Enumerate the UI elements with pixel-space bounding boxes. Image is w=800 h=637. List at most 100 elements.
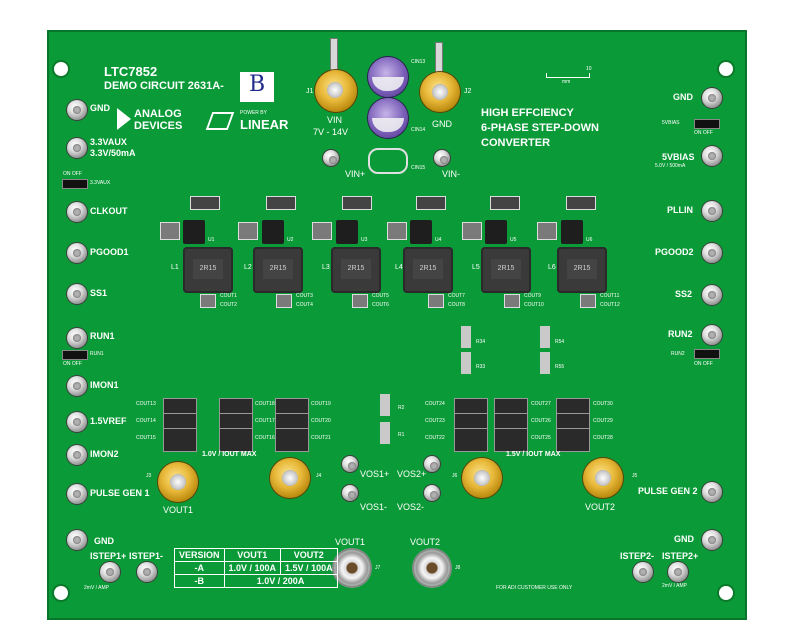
istep2-minus-turret[interactable] bbox=[633, 562, 653, 582]
phase-ic-u3 bbox=[336, 220, 358, 244]
cin15-label: CIN15 bbox=[411, 165, 426, 171]
aux-jumper[interactable] bbox=[62, 179, 88, 189]
mounting-hole-bottom-left bbox=[54, 586, 68, 600]
pgood2-turret[interactable] bbox=[702, 243, 722, 263]
vos2-minus-turret[interactable] bbox=[424, 485, 440, 501]
u3-label: U3 bbox=[361, 237, 368, 243]
inductor-l3 bbox=[331, 247, 381, 293]
imon1-label: IMON1 bbox=[90, 380, 119, 390]
imon2-turret[interactable] bbox=[67, 445, 87, 465]
cout-bank1-col1-row3 bbox=[163, 428, 197, 452]
brand-adi-line2: DEVICES bbox=[134, 120, 183, 132]
pulse-gen2-label: PULSE GEN 2 bbox=[638, 486, 698, 496]
cout-bank2-col2-row3 bbox=[494, 428, 528, 452]
aux-turret[interactable] bbox=[67, 138, 87, 158]
istep1-minus-turret[interactable] bbox=[137, 562, 157, 582]
gnd-turret-right[interactable] bbox=[702, 88, 722, 108]
vout1-lug-j3[interactable] bbox=[158, 462, 198, 502]
run2-jumper[interactable] bbox=[694, 349, 720, 359]
istep2-plus-label: ISTEP2+ bbox=[662, 551, 699, 561]
cout26-label: COUT26 bbox=[531, 418, 551, 424]
vin-lug[interactable] bbox=[315, 70, 357, 112]
vout1-lug-j4[interactable] bbox=[270, 458, 310, 498]
l3-label: L3 bbox=[322, 264, 330, 271]
vos2-plus-turret[interactable] bbox=[424, 456, 440, 472]
header-vout1: VOUT1 bbox=[223, 548, 282, 562]
bias-turret[interactable] bbox=[702, 146, 722, 166]
gnd-turret-left[interactable] bbox=[67, 100, 87, 120]
cout-phase1 bbox=[200, 294, 216, 308]
vin-label: VIN bbox=[327, 115, 343, 125]
version-table-row-a: -A 1.0V / 100A 1.5V / 100A bbox=[174, 561, 338, 575]
istep2-amp-scale: 2mV / AMP bbox=[662, 583, 688, 589]
vin-range-label: 7V - 14V bbox=[313, 127, 349, 137]
row-a-vout1: 1.0V / 100A bbox=[223, 561, 282, 575]
pllin-turret[interactable] bbox=[702, 201, 722, 221]
u5-label: U5 bbox=[510, 237, 517, 243]
vref-turret[interactable] bbox=[67, 412, 87, 432]
brand-lt-line1: POWER BY bbox=[240, 110, 267, 116]
control-parts-phase4 bbox=[416, 196, 446, 210]
gnd-bottom-turret-right[interactable] bbox=[702, 530, 722, 550]
cout7-label: COUT7 bbox=[448, 293, 465, 299]
u4-label: U4 bbox=[435, 237, 442, 243]
vout2-lug-j6[interactable] bbox=[462, 458, 502, 498]
run1-turret[interactable] bbox=[67, 328, 87, 348]
u2-label: U2 bbox=[287, 237, 294, 243]
control-parts-phase5 bbox=[490, 196, 520, 210]
cout18-label: COUT18 bbox=[255, 401, 275, 407]
run2-turret[interactable] bbox=[702, 325, 722, 345]
pulse-gen2-turret[interactable] bbox=[702, 482, 722, 502]
cout12-label: COUT12 bbox=[600, 302, 620, 308]
vout2-bnc-connector[interactable] bbox=[414, 550, 450, 586]
cout4-label: COUT4 bbox=[296, 302, 313, 308]
vout2-lug-j5[interactable] bbox=[583, 458, 623, 498]
j6-label: J6 bbox=[452, 473, 458, 479]
cout15-label: COUT15 bbox=[136, 435, 156, 441]
vos1-plus-turret[interactable] bbox=[342, 456, 358, 472]
input-cap-phase3 bbox=[312, 222, 332, 240]
cout19-label: COUT19 bbox=[311, 401, 331, 407]
mounting-hole-top-left bbox=[54, 62, 68, 76]
clkout-turret[interactable] bbox=[67, 202, 87, 222]
ss1-turret[interactable] bbox=[67, 284, 87, 304]
cout21-label: COUT21 bbox=[311, 435, 331, 441]
bias-label-line2: 5.0V / 500mA bbox=[655, 163, 686, 169]
istep1-plus-turret[interactable] bbox=[100, 562, 120, 582]
r54-label: R54 bbox=[555, 339, 565, 345]
resistor-r33 bbox=[461, 352, 471, 374]
pulse-gen1-turret[interactable] bbox=[67, 484, 87, 504]
resistor-r2 bbox=[380, 394, 390, 416]
vout1-bnc-label: VOUT1 bbox=[335, 537, 366, 547]
aux-label-line2: 3.3V/50mA bbox=[90, 148, 136, 158]
bias-jumper[interactable] bbox=[694, 119, 720, 129]
pgood1-turret[interactable] bbox=[67, 243, 87, 263]
vout1-bnc-connector[interactable] bbox=[334, 550, 370, 586]
vin-minus-turret[interactable] bbox=[434, 150, 450, 166]
imon1-turret[interactable] bbox=[67, 376, 87, 396]
run1-jumper[interactable] bbox=[62, 350, 88, 360]
control-parts-phase6 bbox=[566, 196, 596, 210]
cout-phase3 bbox=[352, 294, 368, 308]
cout24-label: COUT24 bbox=[425, 401, 445, 407]
vos1-minus-turret[interactable] bbox=[342, 485, 358, 501]
r55-label: R55 bbox=[555, 364, 565, 370]
ss2-turret[interactable] bbox=[702, 285, 722, 305]
imon2-label: IMON2 bbox=[90, 449, 119, 459]
version-table-row-b: -B 1.0V / 200A bbox=[174, 574, 338, 588]
cout29-label: COUT29 bbox=[593, 418, 613, 424]
gnd-lug[interactable] bbox=[420, 72, 460, 112]
gnd-bottom-turret-left[interactable] bbox=[67, 530, 87, 550]
istep2-plus-turret[interactable] bbox=[668, 562, 688, 582]
control-parts-phase2 bbox=[266, 196, 296, 210]
bias-jumper-onoff: ON OFF bbox=[694, 130, 713, 136]
cout2-label: COUT2 bbox=[220, 302, 237, 308]
gnd-bottom-label-left: GND bbox=[94, 536, 114, 546]
r33-label: R33 bbox=[476, 364, 486, 370]
vin-plus-turret[interactable] bbox=[323, 150, 339, 166]
ss2-label: SS2 bbox=[675, 289, 693, 299]
cout30-label: COUT30 bbox=[593, 401, 613, 407]
vin-post bbox=[330, 38, 338, 72]
vref-label: 1.5VREF bbox=[90, 416, 127, 426]
r2-label: R2 bbox=[398, 405, 405, 411]
